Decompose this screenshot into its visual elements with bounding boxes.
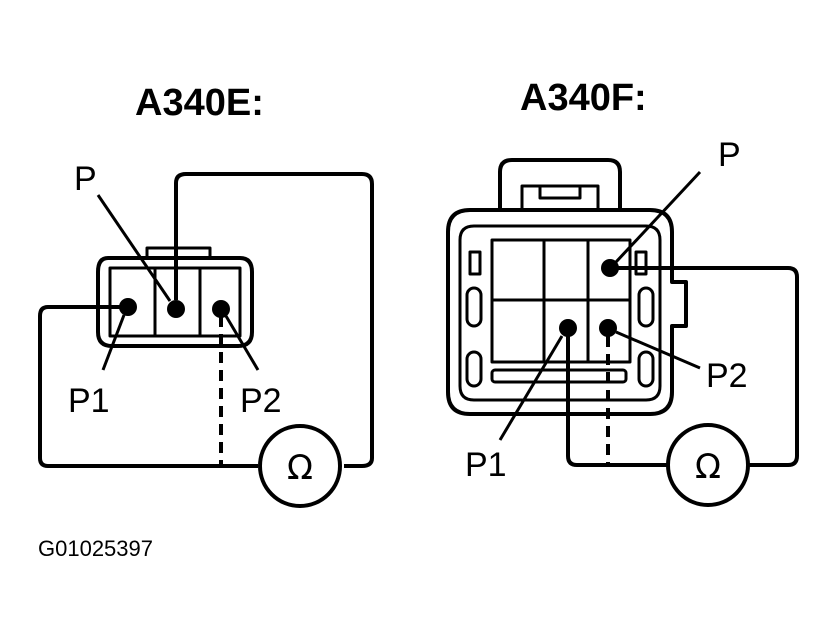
a340f-ohm-icon: Ω	[695, 447, 721, 487]
a340e-diagram: A340E: Ω P P1 P2	[38, 82, 374, 508]
a340f-diagram: A340F:	[446, 77, 799, 507]
a340f-wire-p1	[566, 328, 668, 467]
a340e-leader-p1	[101, 314, 126, 371]
a340f-label-p2: P2	[706, 357, 748, 395]
a340f-terminal-p2	[599, 319, 617, 337]
a340f-wire-p	[610, 266, 799, 467]
a340f-leader-p2	[615, 330, 701, 370]
a340e-leader-p	[96, 194, 172, 302]
a340e-label-p1: P1	[68, 382, 110, 420]
a340e-wire-p1	[38, 305, 258, 468]
a340f-leader-p1	[498, 335, 564, 441]
a340e-label-p: P	[74, 160, 97, 198]
a340e-wire-p	[174, 172, 374, 468]
a340e-title: A340E:	[135, 82, 264, 124]
a340e-label-p2: P2	[240, 382, 282, 420]
a340e-terminal-p	[167, 300, 185, 318]
a340e-ohmmeter	[258, 424, 342, 508]
a340f-label-p1: P1	[465, 446, 507, 484]
a340f-connector	[446, 158, 688, 416]
a340f-leader-p	[614, 170, 702, 264]
a340f-label-p: P	[718, 136, 741, 174]
figure-code: G01025397	[38, 536, 153, 561]
a340f-title: A340F:	[520, 77, 647, 119]
a340e-leader-p2	[224, 315, 260, 371]
a340e-ohm-icon: Ω	[287, 448, 313, 488]
a340e-terminal-p2	[212, 300, 230, 318]
a340f-ohmmeter	[666, 423, 750, 507]
